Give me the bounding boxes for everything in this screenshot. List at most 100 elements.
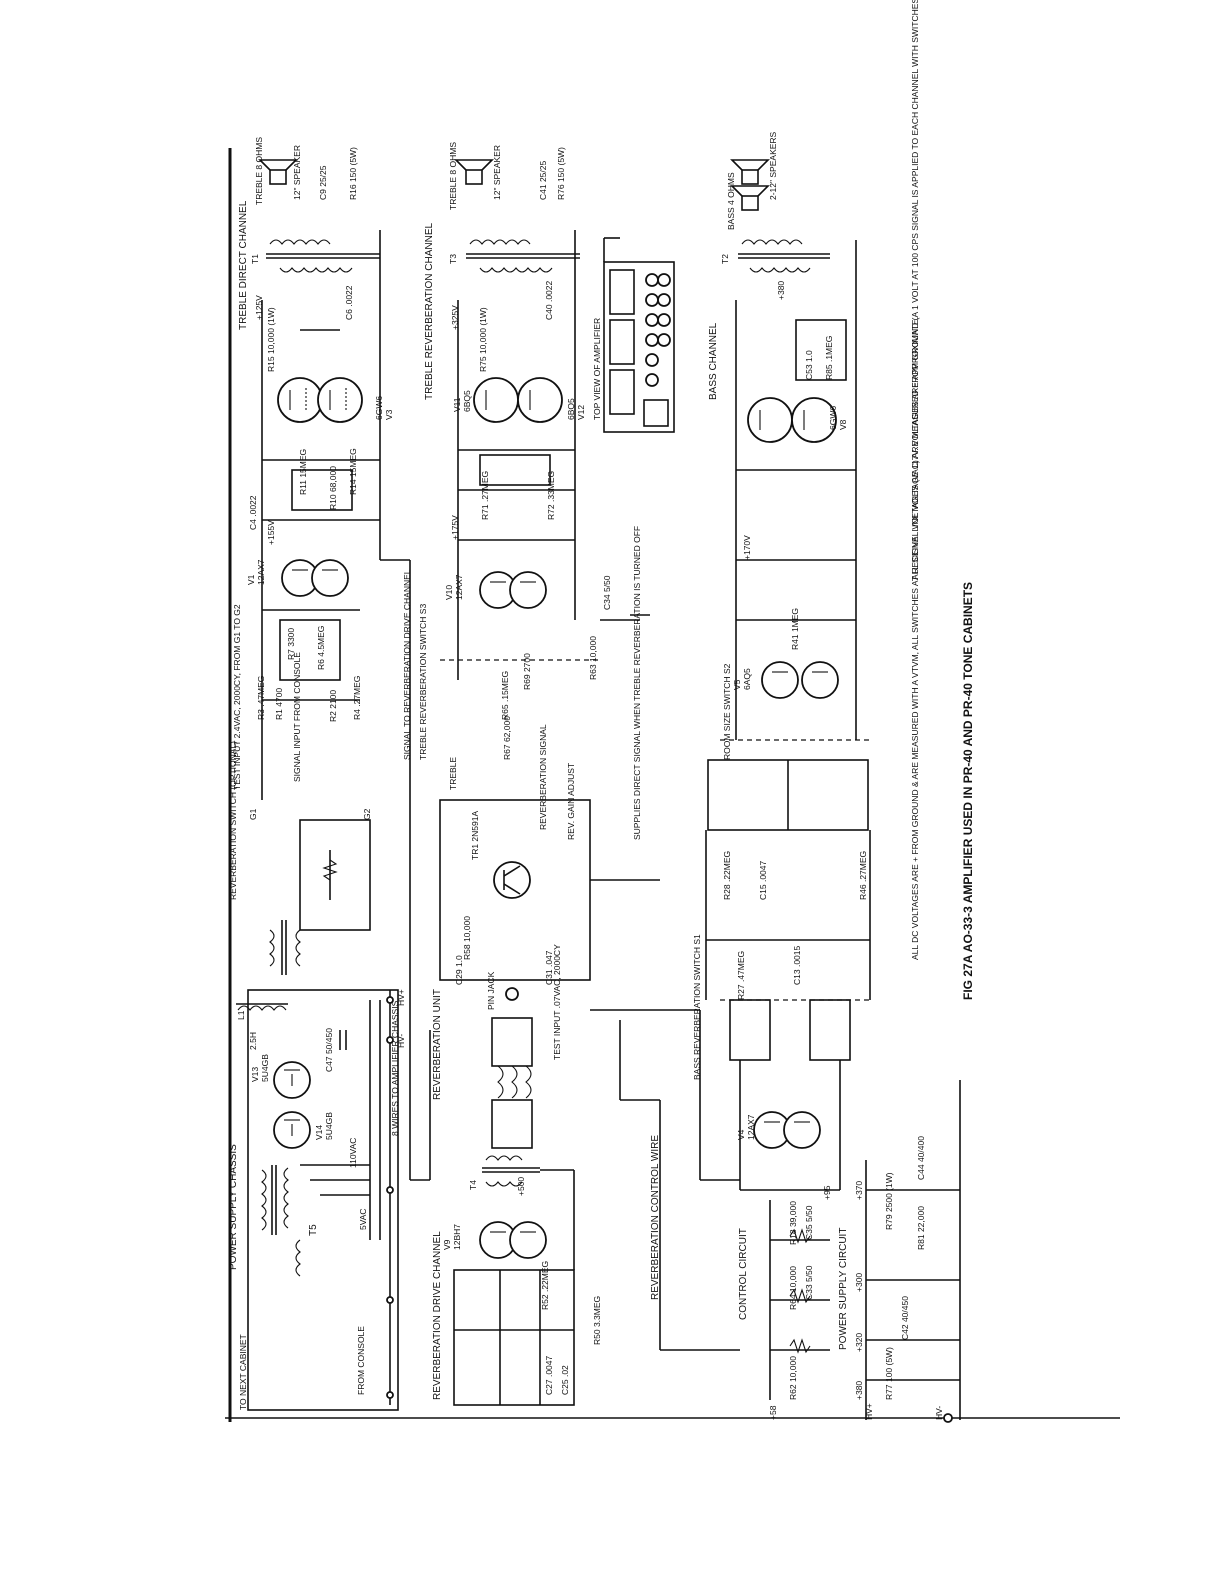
tube-v5: V5 6AQ5	[732, 661, 839, 699]
r15-label: R15 10,000 (1W)	[266, 307, 276, 372]
ps-v370: +370	[854, 1181, 864, 1200]
c13-label: C13 .0015	[792, 946, 802, 985]
heater-wiring: 5VAC 110VAC	[300, 1000, 381, 1240]
power-supply-circuit-label: POWER SUPPLY CIRCUIT	[838, 1228, 849, 1350]
reverberation-drive-channel: REVERBERATION DRIVE CHANNEL V9 12BH7 T4 …	[432, 1155, 602, 1406]
transformer-t3: T3	[448, 239, 580, 273]
v4-label: V4	[736, 1129, 746, 1140]
r76-label: R76 150 (5W)	[556, 147, 566, 200]
tube-v10: V10 12AX7	[444, 571, 547, 609]
reverb-unit-label: REVERBERATION UNIT	[432, 989, 443, 1100]
c41-label: C41 25/25	[538, 161, 548, 200]
v125-label: +125V	[254, 295, 264, 320]
figure-title: FIG 27A AO-33-3 AMPLIFIER USED IN PR-40 …	[961, 582, 975, 1000]
r79-label: R79 2500 (1W)	[884, 1172, 894, 1230]
reverberation-switch-label: REVERBERATION SWITCH (OPTIONAL)	[228, 741, 238, 900]
transformer-t4: T4	[468, 1155, 540, 1190]
top-view-t2	[609, 319, 635, 365]
v10-label: V10	[444, 585, 454, 600]
terminal-hvneg: HV-	[396, 1034, 406, 1048]
v155-label: +155V	[266, 520, 276, 545]
heater-110vac: 110VAC	[348, 1138, 358, 1168]
r14-label: R14 15MEG	[348, 448, 358, 495]
speaker-treble-direct: TREBLE 8 OHMS 12" SPEAKER	[254, 137, 302, 205]
c47-label: C47 50/450	[324, 1028, 334, 1072]
v58-label: +58	[768, 1405, 778, 1420]
r63-label: R63 10,000	[588, 636, 598, 680]
reverb-drive-label: REVERBERATION DRIVE CHANNEL	[432, 1231, 443, 1400]
r72-label: R72 .33MEG	[546, 471, 556, 520]
rectifier-tubes: V13 5U4GB V14 5U4GB	[250, 1054, 334, 1149]
figure-caption: FIG 27A AO-33-3 AMPLIFIER USED IN PR-40 …	[910, 0, 975, 1000]
bass-components: C53 1.0 R85 .1MEG +380 +170V R41 1MEG R2…	[692, 281, 868, 1080]
test-input-2-label: TEST INPUT .07VAC, 2000CY	[552, 944, 562, 1060]
speaker-treble-direct-ohms: TREBLE 8 OHMS	[254, 137, 264, 205]
reverb-drive-coil	[491, 1099, 533, 1149]
tr1-label: TR1 2N591A	[470, 811, 480, 860]
t4-label: T4	[468, 1180, 478, 1190]
treble-direct-components: R15 10,000 (1W) C6 .0022 R11 15MEG R10 6…	[248, 147, 362, 722]
speaker-bass-size: 2-12" SPEAKERS	[768, 131, 778, 200]
transformer-t1: T1	[250, 239, 380, 273]
terminal-hv: HV+	[396, 989, 406, 1006]
ps-v380: +380	[854, 1381, 864, 1400]
v9-type: 12BH7	[452, 1224, 462, 1250]
top-view-t3	[609, 269, 635, 315]
interconnect-wires	[409, 760, 740, 1351]
top-view-t4	[643, 399, 669, 427]
room-size-label: ROOM SIZE SWITCH S2	[722, 663, 732, 760]
v3-type: 6GW6	[374, 396, 384, 420]
r67-label: R67 62,000	[502, 716, 512, 760]
speaker-treble-reverb-size: 12" SPEAKER	[492, 145, 502, 200]
r6-label: R6 4.5MEG	[316, 626, 326, 670]
v12-label: V12	[576, 405, 586, 420]
signal-g2: G2	[362, 808, 372, 820]
transistor-stage: TR1 2N591A R58 10,000 C29 1.0 C31 .047 R…	[439, 724, 660, 985]
c33-label: C33 5/50	[804, 1265, 814, 1300]
treble-label: TREBLE	[448, 757, 458, 790]
v14-type: 5U4GB	[324, 1112, 334, 1140]
top-view-t1	[609, 369, 635, 415]
c27-label: C27 .0047	[544, 1356, 554, 1395]
treble-reverb-switch-label: TREBLE REVERBERATION SWITCH S3	[418, 604, 428, 760]
next-cabinet-label: TO NEXT CABINET	[238, 1334, 248, 1410]
v380-label: +380	[776, 281, 786, 300]
r65-label: R65 .15MEG	[500, 671, 510, 720]
bass-wiring	[705, 240, 871, 1191]
ps-hv: HV+	[864, 1403, 874, 1420]
r11-label: R11 15MEG	[298, 449, 308, 495]
ps-hvneg: HV-	[934, 1406, 944, 1420]
reverb-drive-wiring	[453, 1169, 575, 1406]
bass-channel: BASS CHANNEL BASS 4 OHMS 2-12" SPEAKERS …	[692, 131, 871, 1191]
pin-jack	[505, 987, 519, 1001]
r2-label: R2 2100	[328, 690, 338, 722]
terminal-strip: HV+ HV- 8 WIRES TO AMPLIFIER CHASSIS	[386, 989, 406, 1405]
top-view-amplifier: TOP VIEW OF AMPLIFIER	[592, 237, 675, 433]
r71-label: R71 .27MEG	[480, 471, 490, 520]
pin-jack-label: PIN JACK	[486, 971, 496, 1010]
r77-label: R77 100 (5W)	[884, 1347, 894, 1400]
l1-value: 2.5H	[248, 1032, 258, 1050]
treble-direct-wiring	[261, 230, 411, 800]
bass-reverb-switch-label: BASS REVERBERATION SWITCH S1	[692, 934, 702, 1080]
power-supply-chassis: POWER SUPPLY CHASSIS T5 V13 5U4GB V14 5U…	[228, 989, 406, 1411]
tube-v3: V3 6GW6	[277, 377, 394, 423]
frame-lines	[225, 148, 1120, 1422]
signal-input-label: SIGNAL INPUT FROM CONSOLE	[292, 652, 302, 782]
v9-label: V9	[442, 1239, 452, 1250]
r18-label: R18 39,000	[788, 1201, 798, 1245]
r7-label: R7 3300	[286, 628, 296, 660]
v4-type: 12AX7	[746, 1114, 756, 1140]
from-console-label: FROM CONSOLE	[356, 1326, 366, 1395]
speaker-bass-ohms: BASS 4 OHMS	[726, 172, 736, 230]
transformer-t2: T2	[720, 239, 830, 273]
c34-label: C34 5/50	[602, 575, 612, 610]
r46-label: R46 .27MEG	[858, 851, 868, 900]
c42-label: C42 40/450	[900, 1296, 910, 1340]
reverb-drive-components: C25 .02 C27 .0047 R50 3.3MEG R52 .22MEG …	[516, 1177, 602, 1395]
speaker-bass: BASS 4 OHMS 2-12" SPEAKERS	[726, 131, 778, 230]
treble-reverb-components: R75 10,000 (1W) C40 .0022 R71 .27MEG R72…	[450, 147, 612, 760]
control-circuit: CONTROL CIRCUIT R62 10,000 R64 10,000 R1…	[738, 1185, 832, 1420]
rev-gain-label: REV. GAIN ADJUST	[566, 763, 576, 840]
